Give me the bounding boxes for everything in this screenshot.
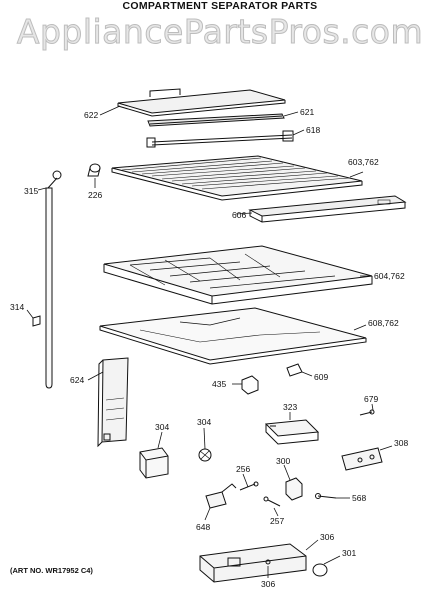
label-306-top: 306 [320, 532, 334, 542]
part-257-screw[interactable] [263, 496, 281, 507]
label-301: 301 [342, 548, 356, 558]
part-226-knob[interactable] [87, 163, 101, 177]
part-618-rod[interactable] [146, 130, 294, 148]
label-314: 314 [10, 302, 24, 312]
part-315-tube[interactable] [45, 170, 62, 389]
label-604: 604,762 [374, 271, 405, 281]
label-323: 323 [283, 402, 297, 412]
part-306-bracket[interactable] [199, 543, 307, 583]
part-679-screw[interactable] [359, 409, 375, 416]
part-304-housing[interactable] [139, 447, 169, 479]
part-304-dial[interactable] [198, 448, 212, 462]
part-308-bracket[interactable] [341, 447, 383, 471]
part-648-thermostat[interactable] [205, 483, 237, 509]
label-606: 606 [232, 210, 246, 220]
label-435: 435 [212, 379, 226, 389]
part-256-wire[interactable] [239, 481, 259, 491]
label-648: 648 [196, 522, 210, 532]
part-603-shelf[interactable] [111, 155, 363, 201]
label-609: 609 [314, 372, 328, 382]
label-256: 256 [236, 464, 250, 474]
label-618: 618 [306, 125, 320, 135]
label-568: 568 [352, 493, 366, 503]
label-304-dial: 304 [197, 417, 211, 427]
part-608-pan[interactable] [99, 307, 367, 365]
label-621: 621 [300, 107, 314, 117]
label-608: 608,762 [368, 318, 399, 328]
label-226: 226 [88, 190, 102, 200]
label-603: 603,762 [348, 157, 379, 167]
part-568-screw[interactable] [315, 493, 337, 499]
part-323-bracket[interactable] [264, 419, 320, 445]
part-622-cover[interactable] [117, 88, 286, 117]
diagram-title: COMPARTMENT SEPARATOR PARTS [122, 0, 318, 12]
part-624-panel[interactable] [97, 357, 129, 448]
label-622: 622 [84, 110, 98, 120]
part-621-rail[interactable] [147, 113, 285, 127]
part-314-clip[interactable] [32, 315, 41, 327]
label-306-bottom: 306 [261, 579, 275, 589]
label-315: 315 [24, 186, 38, 196]
part-301-knob[interactable] [312, 563, 328, 577]
label-300: 300 [276, 456, 290, 466]
part-300-switch[interactable] [285, 477, 303, 501]
part-435-block[interactable] [241, 375, 259, 395]
part-604-separator[interactable] [103, 245, 373, 305]
part-606-trim[interactable] [248, 195, 407, 223]
label-624: 624 [70, 375, 84, 385]
part-609-clip[interactable] [286, 363, 303, 377]
art-number: (ART NO. WR17952 C4) [10, 566, 93, 575]
label-257: 257 [270, 516, 284, 526]
label-304-housing: 304 [155, 422, 169, 432]
label-679: 679 [364, 394, 378, 404]
label-308: 308 [394, 438, 408, 448]
